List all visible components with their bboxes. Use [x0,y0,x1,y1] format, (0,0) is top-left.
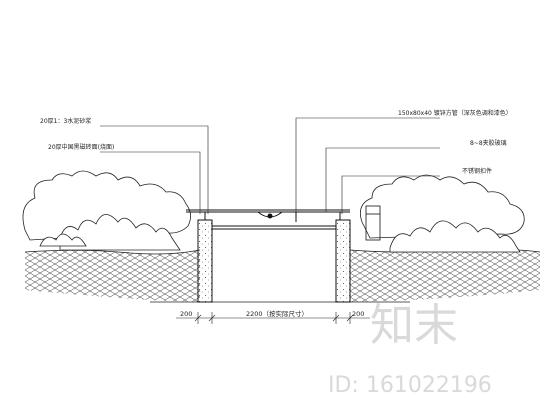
right-shrubs [359,174,525,253]
watermark-brand: 知末 [370,300,458,351]
pavilion-frame [186,209,350,222]
support-walls [197,219,351,303]
callout-glass: 8~8夹胶玻璃 [470,139,507,147]
callout-mortar: 20厚1：3水泥砂浆 [40,117,91,125]
callout-fastener: 不锈钢扣件 [462,167,492,175]
left-shrubs [22,170,191,251]
callout-tile: 20厚中国黑磁砖面(烧面) [48,143,114,151]
leader-lines [100,117,440,214]
watermark-id: ID: 161022196 [328,373,492,398]
dim-span: 2200（按实际尺寸） [246,309,308,318]
callout-steel-tube: 150x80x40 镀锌方管（深灰色调和漆色） [398,109,512,117]
ground-soil [24,248,541,303]
side-post [365,205,381,241]
dim-left: 200 [180,310,192,318]
dim-right: 200 [352,310,364,318]
dimension-line [176,312,370,324]
